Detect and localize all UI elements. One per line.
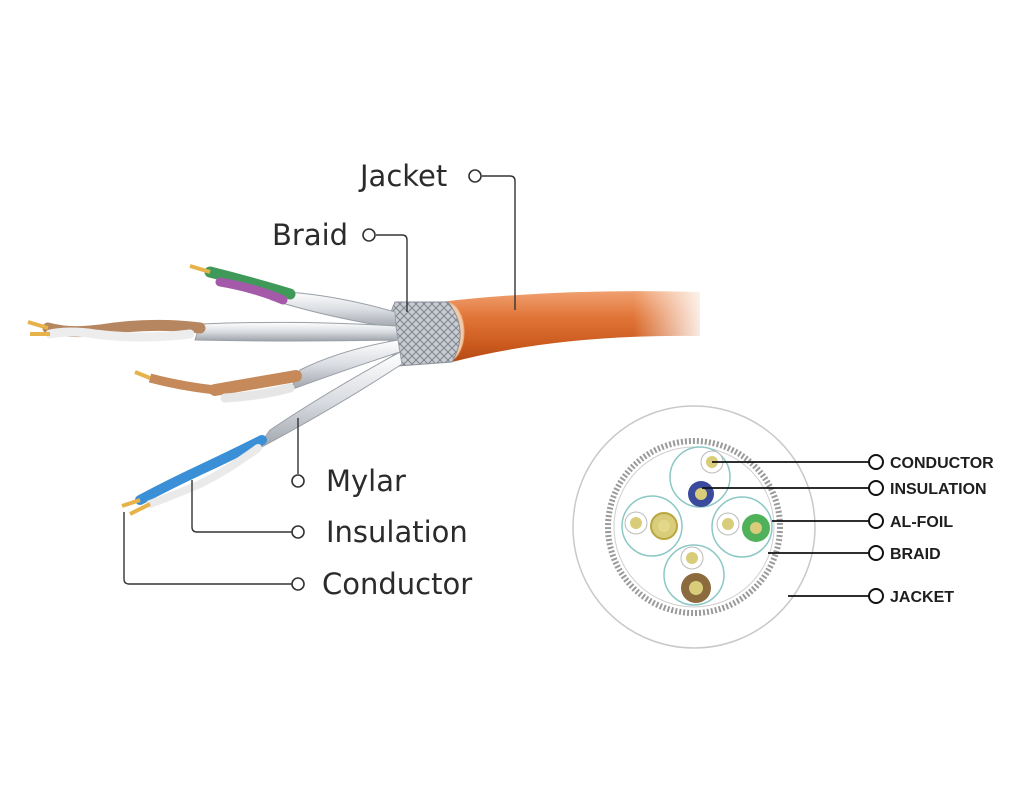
pair-blue (121, 351, 403, 516)
conductor-pin (291, 577, 305, 591)
xs-pair-top (669, 446, 731, 508)
jacket-fade (540, 280, 710, 350)
xs-pair-left (621, 495, 683, 557)
xs-pair-right (711, 496, 773, 558)
label-jacket: Jacket (358, 159, 447, 193)
jacket-leader (482, 175, 516, 310)
cable-label-group: Jacket Braid Mylar Insulation Conductor (272, 159, 472, 601)
cross-section (572, 405, 816, 649)
cable-illustration (27, 264, 710, 516)
conductor-leader (123, 512, 292, 585)
xs-label-conductor: CONDUCTOR (890, 455, 994, 472)
mylar-pin (291, 474, 305, 488)
braid-pin (362, 228, 376, 242)
xs-jacket-pin (868, 588, 884, 604)
label-conductor: Conductor (322, 567, 472, 601)
cross-section-label-group: CONDUCTOR INSULATION AL-FOIL BRAID JACKE… (890, 455, 994, 606)
pair-brown-lower (134, 339, 401, 403)
xs-braid-pin (868, 545, 884, 561)
cross-section-leaders (702, 454, 884, 604)
cable-leaders (123, 169, 516, 591)
xs-label-jacket: JACKET (890, 589, 954, 606)
xs-label-al-foil: AL-FOIL (890, 514, 953, 531)
label-braid: Braid (272, 218, 348, 252)
braid-leader (376, 234, 408, 312)
xs-pair-bottom (663, 544, 725, 606)
label-insulation: Insulation (326, 515, 468, 549)
xs-conductor-pin (868, 454, 884, 470)
pair-green (189, 264, 397, 329)
insulation-pin (291, 525, 305, 539)
jacket-pin (468, 169, 482, 183)
xs-braid (605, 438, 783, 616)
insulation-leader (191, 480, 292, 533)
xs-alfoil-pin (868, 513, 884, 529)
xs-insulation-pin (868, 480, 884, 496)
label-mylar: Mylar (326, 464, 406, 498)
xs-label-insulation: INSULATION (890, 481, 987, 498)
xs-label-braid: BRAID (890, 546, 941, 563)
pair-brown-upper (27, 319, 399, 342)
